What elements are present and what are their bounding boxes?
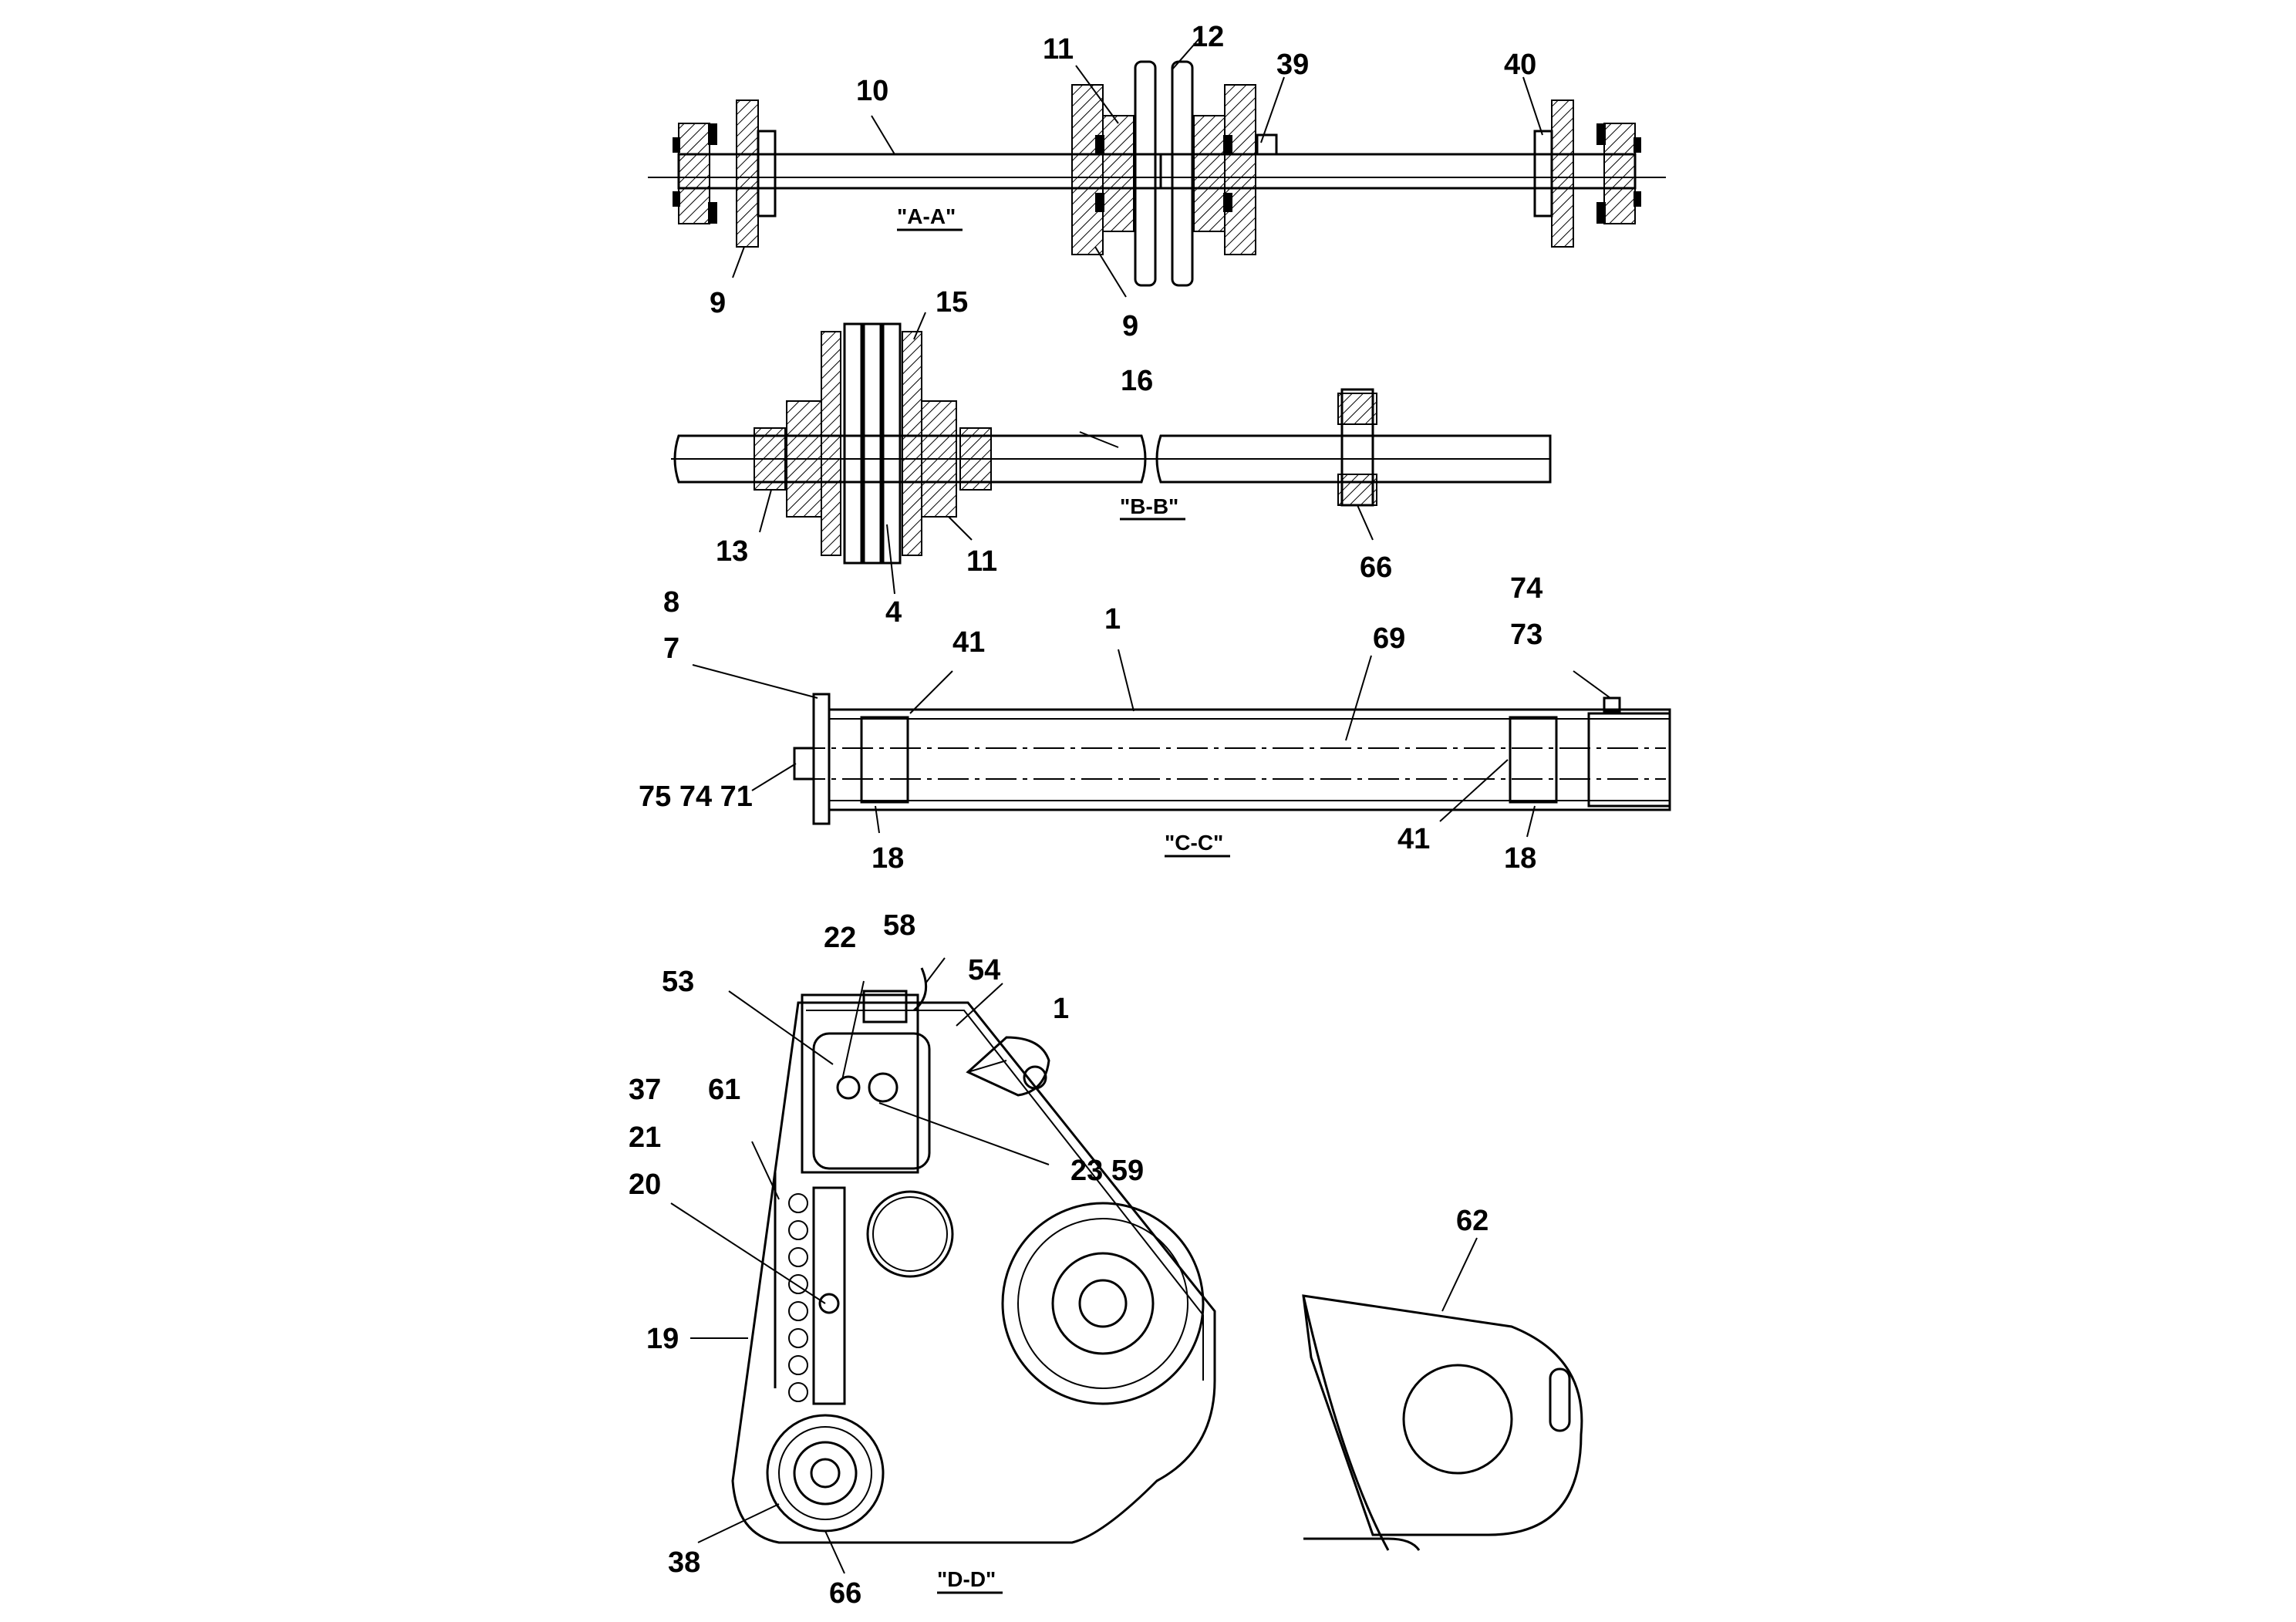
callout-bb-5: 11 [966,545,997,578]
callout-cc-10: 41 [1397,823,1430,855]
callout-cc-11: 18 [1504,842,1536,875]
callout-dd-14: 66 [829,1577,861,1610]
section-label-aa: "A-A" [897,204,956,228]
callout-aa-1: 10 [856,75,888,107]
callout-cc-2: 7 [663,632,679,665]
callout-dd-7: 21 [629,1121,661,1154]
callout-bb-6: 66 [1360,551,1392,584]
callout-bb-1: 15 [936,286,968,319]
callout-dd-5: 1 [1053,993,1069,1025]
callout-bb-2: 16 [1121,365,1153,397]
callout-aa-6: 9 [710,287,726,319]
callout-dd-13: 38 [668,1546,700,1579]
callout-dd-1: 22 [824,922,856,954]
callout-bb-4: 4 [885,596,902,629]
callout-dd-10: 20 [629,1168,661,1201]
callout-bb-3: 13 [716,535,748,568]
callout-cc-6: 74 [1510,572,1542,605]
section-label-cc: "C-C" [1165,831,1223,855]
callout-dd-3: 54 [968,954,1000,986]
callout-aa-2: 11 [1043,33,1074,66]
callout-aa-3: 12 [1192,21,1224,53]
callout-aa-7: 9 [1122,310,1138,342]
callout-dd-4: 53 [662,966,694,998]
callout-aa-5: 40 [1504,49,1536,81]
section-label-dd: "D-D" [937,1567,996,1591]
callout-dd-11: 19 [646,1323,679,1355]
callout-cc-1: 8 [663,586,679,619]
section-label-bb: "B-B" [1120,494,1178,518]
callout-cc-7: 73 [1510,619,1542,651]
callout-cc-3: 41 [952,626,985,659]
callout-aa-4: 39 [1276,49,1309,81]
callout-cc-5: 69 [1373,622,1405,655]
section-dd-view [670,957,1583,1594]
callout-dd-2: 58 [883,909,915,942]
section-cc-view [692,649,1671,858]
callout-dd-12: 62 [1456,1205,1489,1237]
callout-dd-6: 37 [629,1074,661,1106]
callout-dd-9: 23 59 [1070,1155,1144,1187]
callout-cc-9: 18 [872,842,904,875]
section-aa-view [648,38,1666,298]
callout-cc-4: 1 [1104,603,1121,636]
chain-links [788,1193,808,1402]
callout-dd-8: 61 [708,1074,740,1106]
callout-cc-8: 75 74 71 [639,781,753,813]
section-bb-view [671,312,1552,595]
